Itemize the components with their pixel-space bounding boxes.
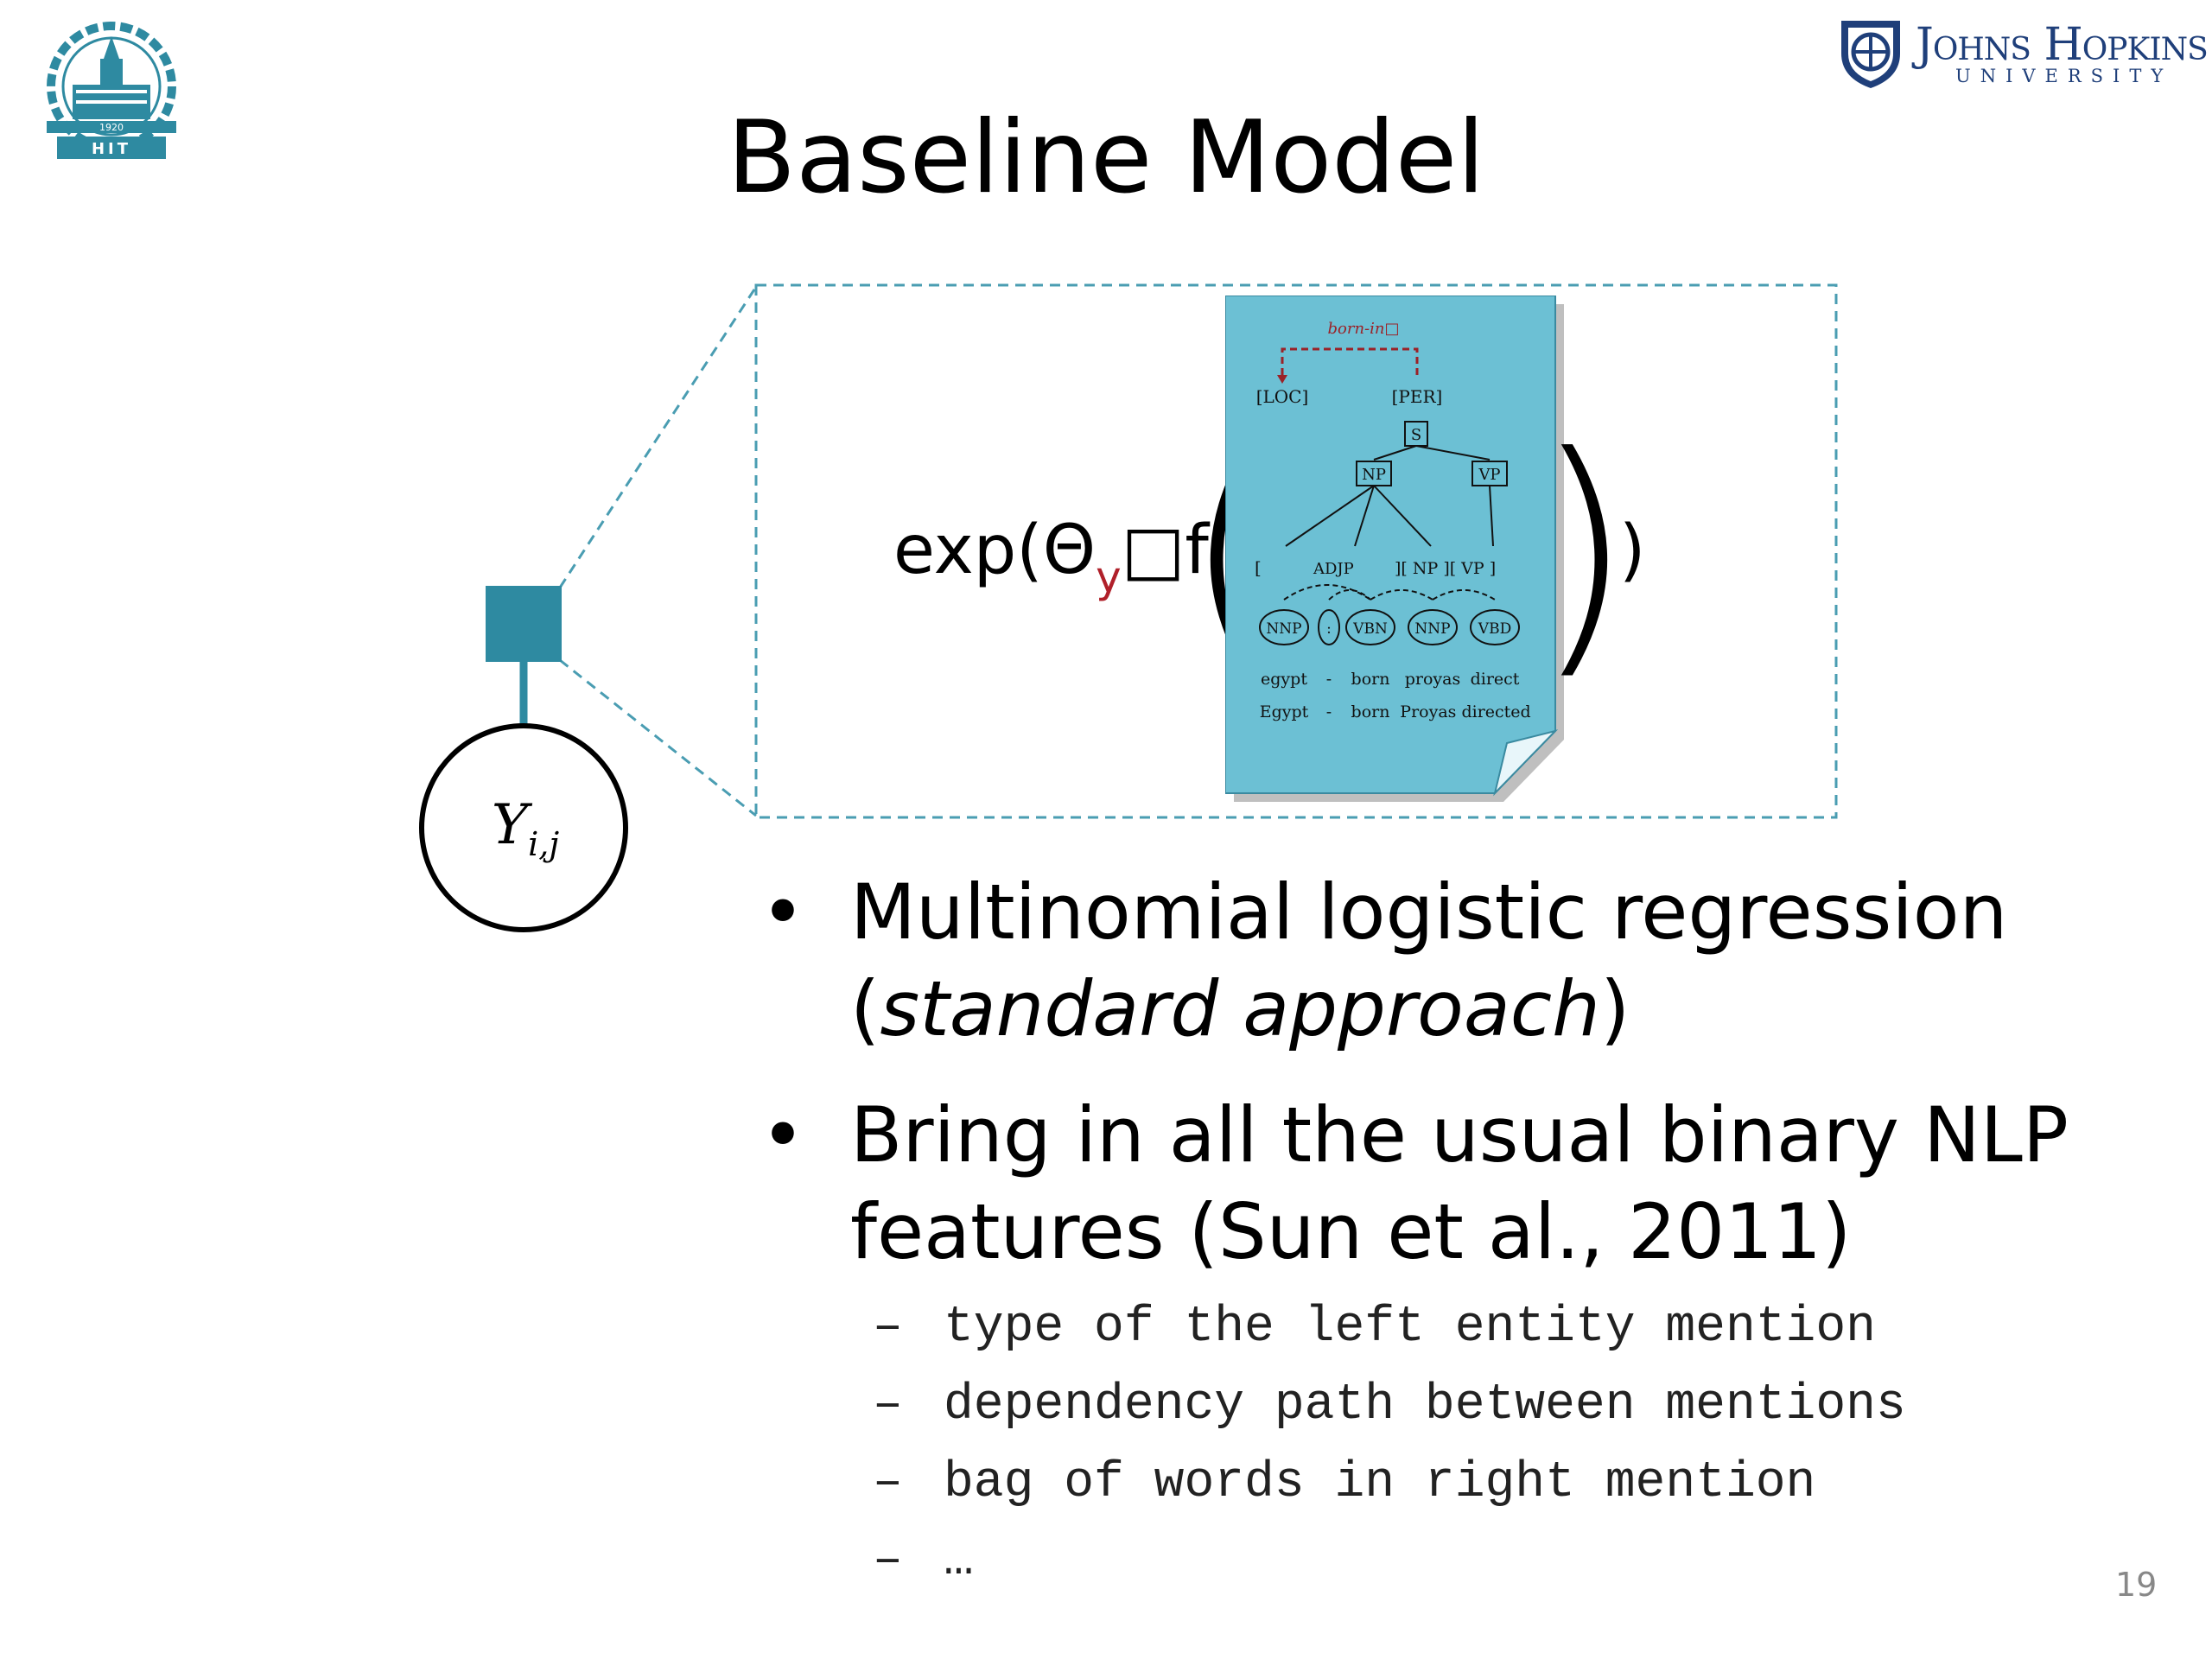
- token: Proyas directed: [1400, 702, 1530, 721]
- chunk-rest: ][ NP ][ VP ]: [1395, 559, 1496, 578]
- formula-text: exp(Θy□f: [893, 512, 1209, 602]
- parse-tree-document: born-in□ [LOC] [PER] S NP VP [ ADJP ][ N…: [1225, 296, 1564, 802]
- bullet-dot: •: [760, 1090, 805, 1179]
- bullet-italic: standard approach: [880, 964, 1600, 1053]
- chunk-adjp: ADJP: [1313, 560, 1354, 578]
- hit-logo-text: HIT: [92, 140, 131, 158]
- jhu-shield-icon: [1841, 21, 1900, 88]
- bullet-line: Bring in all the usual binary NLP: [850, 1090, 2069, 1179]
- bullet-line: features (Sun et al., 2011): [850, 1187, 1852, 1276]
- sub-bullet-item: –bag of words in right mention: [873, 1455, 1816, 1511]
- token: born: [1351, 702, 1390, 721]
- token: -: [1326, 702, 1332, 721]
- zoom-box: [754, 283, 1838, 819]
- node-s: S: [1411, 426, 1421, 444]
- variable-node: [419, 723, 628, 932]
- chunk-open: [: [1255, 557, 1262, 578]
- hit-logo: 1920 HIT: [47, 22, 176, 159]
- pos-tag: VBD: [1478, 620, 1511, 638]
- variable-subscript: i,j: [528, 824, 560, 863]
- jhu-university: UNIVERSITY: [1955, 66, 2173, 86]
- variable-label: Yi,j: [491, 793, 560, 863]
- relation-label: born-in□: [1328, 320, 1400, 338]
- jhu-logo: Johns Hopkins UNIVERSITY: [1836, 16, 2209, 93]
- factor-node: [486, 586, 562, 662]
- entity-per: [PER]: [1392, 386, 1443, 407]
- bullet-line: (standard approach): [850, 964, 1630, 1053]
- lemma: direct: [1471, 670, 1520, 689]
- lemma: -: [1326, 670, 1332, 689]
- lemma: egypt: [1261, 670, 1307, 689]
- jhu-name: Johns Hopkins: [1916, 19, 2209, 71]
- formula-dot: □: [1121, 512, 1185, 589]
- lemma: born: [1351, 670, 1390, 689]
- bullet-dot: •: [760, 868, 805, 957]
- formula-subscript: y: [1096, 552, 1122, 602]
- hit-logo-year: 1920: [99, 122, 124, 133]
- zoom-line-top: [558, 286, 758, 588]
- formula-close-paren: ): [1619, 512, 1646, 589]
- token: Egypt: [1260, 702, 1309, 721]
- pos-tag: NNP: [1414, 620, 1450, 638]
- pos-tag: NNP: [1266, 620, 1301, 638]
- pos-tag: VBN: [1352, 620, 1388, 638]
- node-np: NP: [1362, 466, 1386, 484]
- lemma: proyas: [1405, 670, 1461, 689]
- sub-bullet-item: –…: [873, 1533, 974, 1589]
- sub-bullet-item: –type of the left entity mention: [873, 1300, 1876, 1356]
- zoom-line-bottom: [559, 658, 757, 817]
- page-number: 19: [2115, 1566, 2158, 1604]
- entity-loc: [LOC]: [1256, 386, 1309, 407]
- bullet-line: Multinomial logistic regression: [850, 868, 2008, 957]
- sub-bullet-item: –dependency path between mentions: [873, 1377, 1906, 1433]
- node-vp: VP: [1478, 466, 1500, 484]
- slide-title: Baseline Model: [727, 99, 1485, 216]
- pos-tag: :: [1326, 620, 1332, 638]
